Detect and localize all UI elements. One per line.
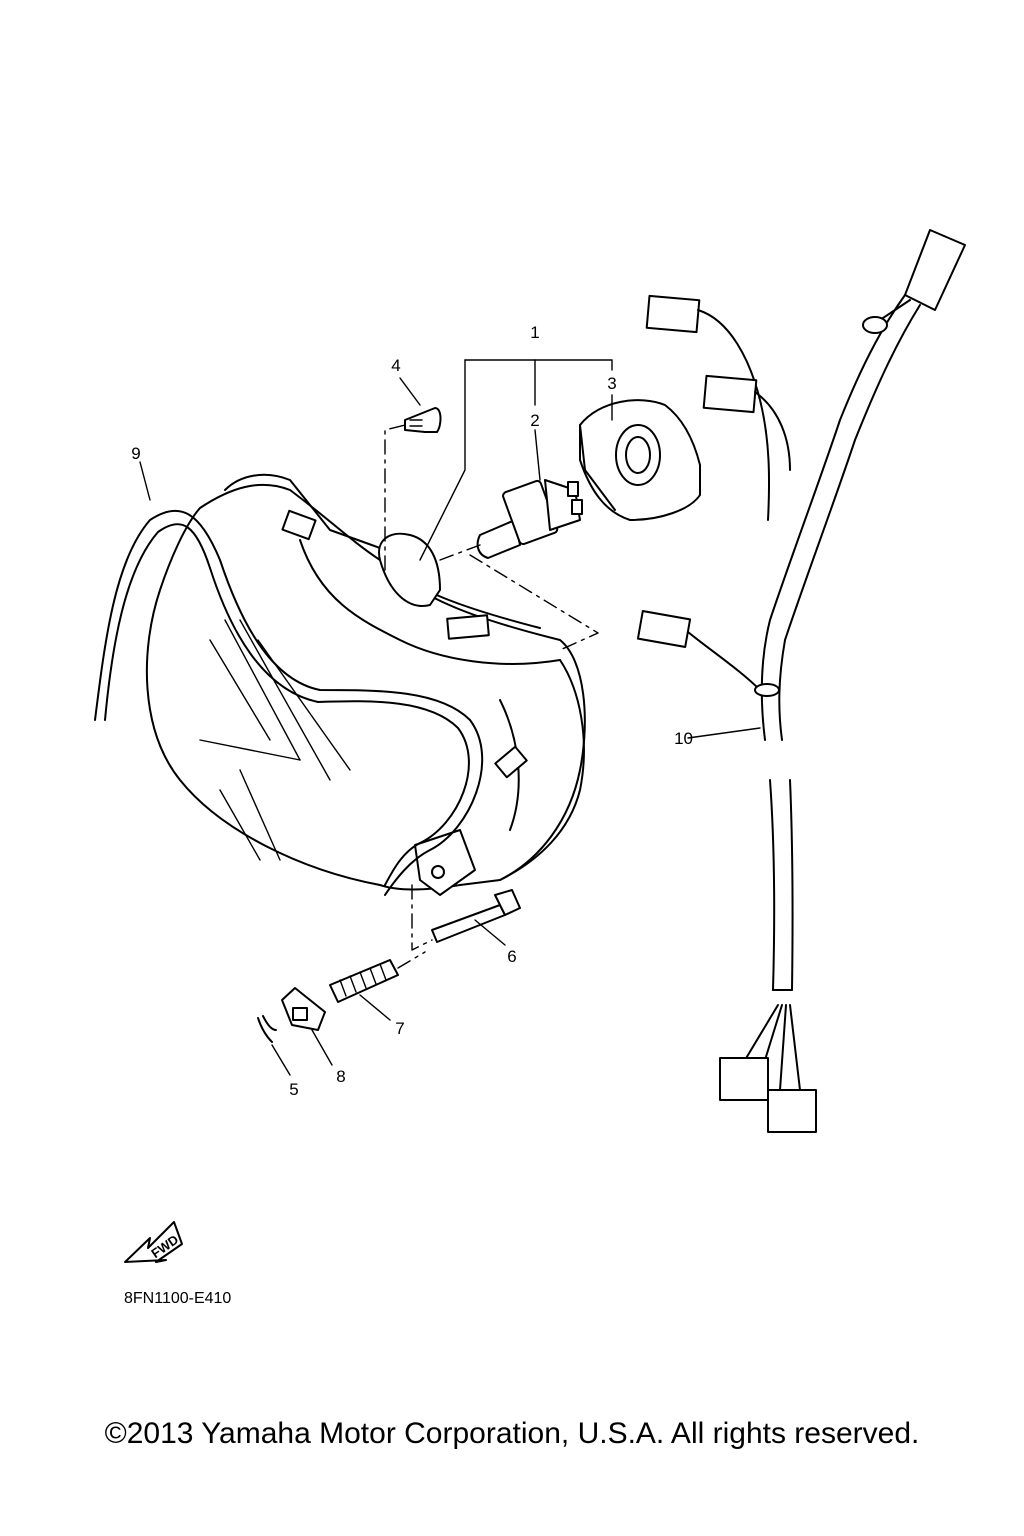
clip <box>404 407 442 433</box>
wire-harness <box>636 229 966 1133</box>
copyright-notice: ©2013 Yamaha Motor Corporation, U.S.A. A… <box>104 1417 920 1450</box>
callout-3: 3 <box>607 374 616 393</box>
nut <box>281 987 326 1031</box>
callout-labels: 1 2 3 4 5 6 7 8 9 10 <box>131 323 693 1099</box>
callout-10: 10 <box>674 729 693 748</box>
bulb <box>476 479 583 559</box>
callout-5: 5 <box>289 1080 298 1099</box>
callout-1: 1 <box>530 323 539 342</box>
callout-2: 2 <box>530 411 539 430</box>
headlight-unit <box>145 473 586 896</box>
cotter-pin <box>257 1015 277 1043</box>
leader-lines <box>139 359 761 1076</box>
bulb-cover <box>579 399 701 521</box>
gasket <box>94 509 484 896</box>
diagram-code: 8FN1100-E410 <box>124 1290 232 1307</box>
callout-8: 8 <box>336 1067 345 1086</box>
callout-6: 6 <box>507 947 516 966</box>
fwd-arrow-icon: FWD <box>124 1221 183 1263</box>
spring <box>329 959 399 1003</box>
screw <box>431 889 521 943</box>
callout-9: 9 <box>131 444 140 463</box>
callout-4: 4 <box>391 356 400 375</box>
callout-7: 7 <box>395 1019 404 1038</box>
